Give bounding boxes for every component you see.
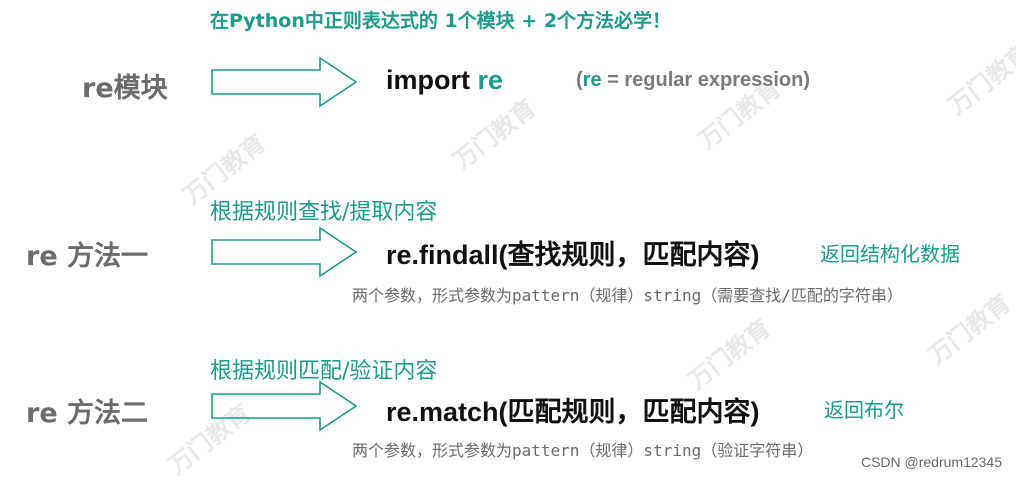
method2-returns: 返回布尔 <box>824 398 904 422</box>
module-label: re模块 <box>82 73 168 104</box>
abbr-re: re <box>582 69 602 91</box>
method2-code: re.match(匹配规则，匹配内容) <box>386 397 760 427</box>
module-explanation: (re = regular expression) <box>576 69 810 91</box>
module-import-code: import re <box>386 65 503 96</box>
method1-returns: 返回结构化数据 <box>820 242 960 266</box>
method2-subtitle: 根据规则匹配/验证内容 <box>210 359 438 384</box>
watermark-logo: 万门教育 <box>448 93 541 176</box>
import-keyword: import <box>386 65 478 95</box>
method1-code: re.findall(查找规则，匹配内容) <box>386 240 760 270</box>
method2-label: re 方法二 <box>26 398 149 429</box>
arrow-right-icon <box>211 380 358 432</box>
method1-label: re 方法一 <box>26 241 149 272</box>
method1-subtitle: 根据规则查找/提取内容 <box>210 200 438 225</box>
watermark-logo: 万门教育 <box>923 288 1016 371</box>
arrow-right-icon <box>211 226 358 278</box>
watermark-logo: 万门教育 <box>683 313 776 396</box>
method1-note: 两个参数，形式参数为pattern（规律）string（需要查找/匹配的字符串） <box>352 286 903 305</box>
method2-note: 两个参数，形式参数为pattern（规律）string（验证字符串） <box>352 441 814 460</box>
page-title: 在Python中正则表达式的 1个模块 + 2个方法必学！ <box>210 10 672 32</box>
arrow-right-icon <box>211 56 358 108</box>
module-name: re <box>477 65 504 95</box>
watermark-logo: 万门教育 <box>943 38 1016 121</box>
credit-text: CSDN @redrum12345 <box>860 454 1002 470</box>
